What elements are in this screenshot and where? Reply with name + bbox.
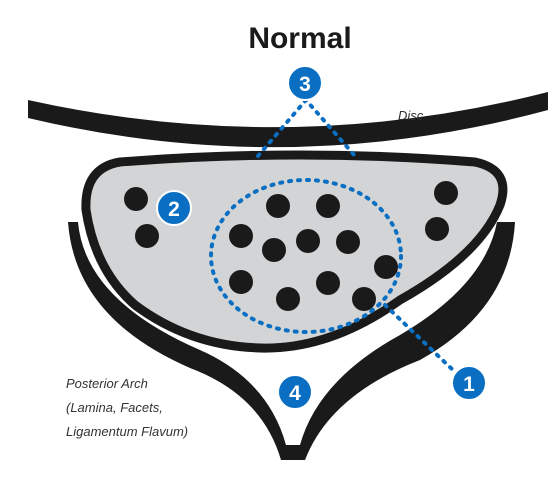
nerve-dot: [336, 230, 360, 254]
posterior-arch-label-line-3: Ligamentum Flavum): [66, 424, 188, 439]
nerve-dot: [434, 181, 458, 205]
nerve-dot: [425, 217, 449, 241]
nerve-dot: [229, 224, 253, 248]
marker-2: 2: [157, 191, 191, 225]
nerve-dot: [276, 287, 300, 311]
posterior-arch-label-line-1: Posterior Arch: [66, 376, 148, 391]
nerve-dot: [266, 194, 290, 218]
nerve-dot: [316, 194, 340, 218]
marker-4-label: 4: [289, 382, 301, 405]
diagram-title: Normal: [248, 22, 351, 55]
nerve-dot: [352, 287, 376, 311]
marker-4: 4: [278, 375, 312, 409]
marker-2-label: 2: [168, 198, 180, 221]
nerve-dot: [296, 229, 320, 253]
nerve-dot: [229, 270, 253, 294]
nerve-dot: [316, 271, 340, 295]
nerve-dot: [374, 255, 398, 279]
disc-label: Disc: [398, 108, 424, 123]
posterior-arch-label-line-2: (Lamina, Facets,: [66, 400, 163, 415]
nerve-dot: [124, 187, 148, 211]
marker-3: 3: [288, 66, 322, 100]
nerve-dot: [262, 238, 286, 262]
nerve-dot: [135, 224, 159, 248]
marker-3-label: 3: [299, 73, 311, 96]
marker-1-label: 1: [463, 373, 475, 396]
marker-1: 1: [452, 366, 486, 400]
